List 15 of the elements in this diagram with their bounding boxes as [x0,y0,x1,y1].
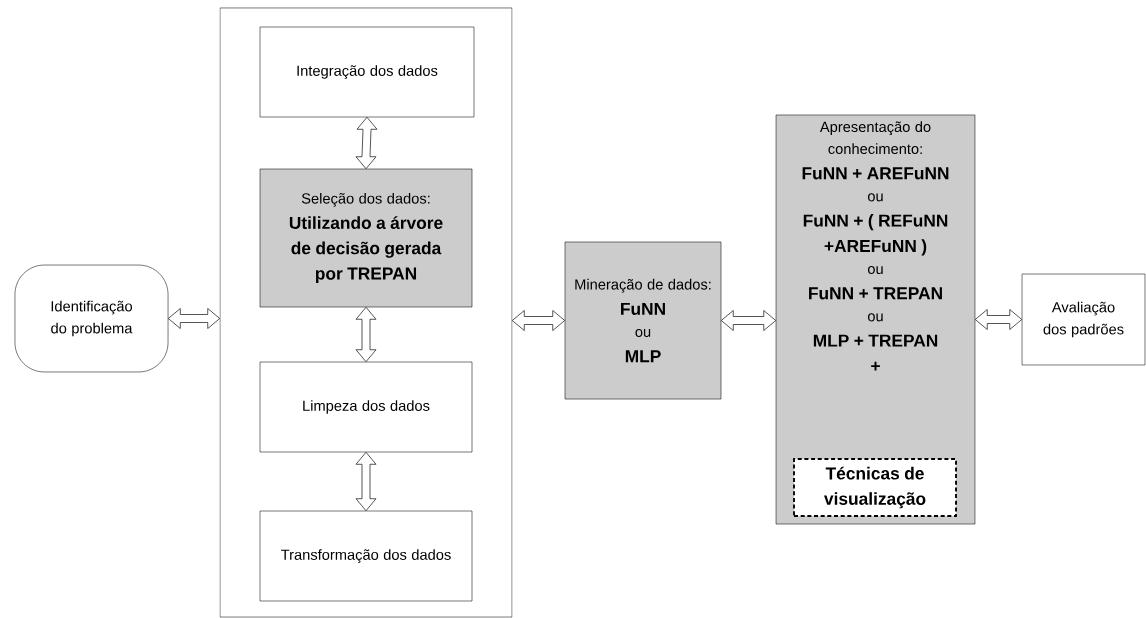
double-arrow [355,116,378,170]
process-box: Seleção dos dados: Utilizando a árvore de decisão gerada por TREPAN [259,168,473,308]
terminal-box: Identificação do problema [14,264,169,373]
process-box: Integração dos dados [259,26,475,118]
double-arrow [511,310,566,331]
double-arrow [167,308,221,329]
process-box: Transformação dos dados [259,510,473,602]
double-arrow [355,451,377,512]
process-box: Avaliação dos padrões [1021,273,1146,366]
double-arrow [720,310,777,331]
double-arrow [355,306,377,363]
process-box: Limpeza dos dados [259,361,473,453]
process-box: Mineração de dados: FuNN ou MLP [564,241,722,400]
double-arrow [974,309,1023,330]
dashed-box: Técnicas de visualização [793,458,957,517]
